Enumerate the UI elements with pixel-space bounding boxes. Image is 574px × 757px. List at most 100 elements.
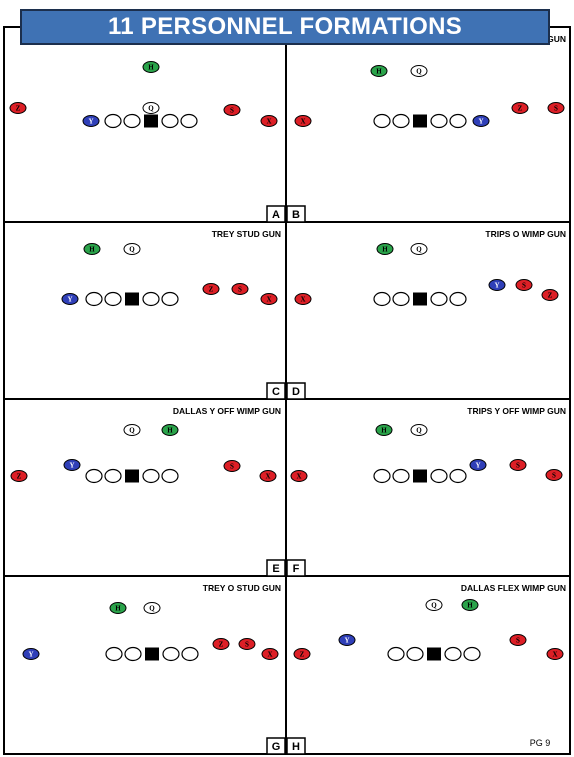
player-label: X — [265, 473, 270, 481]
player-h: H — [142, 61, 160, 73]
formation-name: TRIPS Y OFF WIMP GUN — [467, 406, 566, 416]
player-s: S — [231, 283, 249, 295]
player-marker — [142, 102, 160, 114]
player-s: S — [509, 459, 527, 471]
player-label: Y — [28, 651, 33, 659]
player-label: S — [238, 286, 242, 294]
player-y: Y — [488, 279, 506, 291]
player-x: X — [294, 293, 312, 305]
lineman — [161, 468, 179, 484]
player-x: X — [546, 648, 564, 660]
player-label: X — [266, 118, 271, 126]
player-z: Z — [212, 638, 230, 650]
center-square — [413, 114, 427, 128]
lineman — [463, 646, 481, 662]
player-s: S — [223, 104, 241, 116]
player-label: H — [167, 427, 173, 435]
player-q: Q — [410, 424, 428, 436]
player-label: H — [115, 605, 121, 613]
player-z: Z — [511, 102, 529, 114]
lineman — [406, 646, 424, 662]
player-marker — [515, 279, 533, 291]
player-label: H — [382, 246, 388, 254]
player-x: X — [259, 470, 277, 482]
player-marker — [511, 102, 529, 114]
player-label: Q — [431, 602, 437, 610]
formation-a: DALLAS HOMEAZHQYSX — [9, 34, 286, 223]
player-marker — [294, 115, 312, 127]
player-label: H — [467, 602, 473, 610]
player-marker — [338, 634, 356, 646]
player-marker — [142, 61, 160, 73]
player-label: Q — [416, 427, 422, 435]
player-label: S — [230, 107, 234, 115]
player-q: Q — [410, 65, 428, 77]
player-y: Y — [472, 115, 490, 127]
player-h: H — [375, 424, 393, 436]
player-z: Z — [202, 283, 220, 295]
player-marker — [223, 104, 241, 116]
player-y: Y — [469, 459, 487, 471]
player-marker — [509, 634, 527, 646]
player-label: Z — [17, 473, 22, 481]
formation-name: TREY O STUD GUN — [203, 583, 281, 593]
player-label: X — [267, 651, 272, 659]
center-square — [427, 647, 441, 661]
player-label: X — [266, 296, 271, 304]
panel-letter-box — [266, 205, 286, 223]
player-marker — [410, 65, 428, 77]
player-q: Q — [410, 243, 428, 255]
player-label: H — [89, 246, 95, 254]
lineman — [430, 291, 448, 307]
lineman — [85, 468, 103, 484]
player-marker — [410, 243, 428, 255]
formation-name: TREY STUD GUN — [212, 229, 281, 239]
player-marker — [61, 293, 79, 305]
player-label: Y — [69, 462, 74, 470]
player-marker — [238, 638, 256, 650]
player-marker — [472, 115, 490, 127]
lineman — [181, 646, 199, 662]
player-h: H — [109, 602, 127, 614]
player-marker — [375, 424, 393, 436]
player-label: X — [300, 296, 305, 304]
player-marker — [9, 102, 27, 114]
player-marker — [509, 459, 527, 471]
player-marker — [425, 599, 443, 611]
player-label: Q — [148, 105, 154, 113]
player-label: Q — [129, 246, 135, 254]
panel-letter: H — [292, 741, 300, 753]
lineman — [104, 468, 122, 484]
player-h: H — [161, 424, 179, 436]
player-q: Q — [142, 102, 160, 114]
player-s: S — [515, 279, 533, 291]
panel-letter-box — [286, 737, 306, 755]
player-marker — [545, 469, 563, 481]
player-x: X — [290, 470, 308, 482]
player-marker — [294, 293, 312, 305]
lineman — [373, 113, 391, 129]
lineman — [85, 291, 103, 307]
panel-letter: B — [292, 209, 300, 221]
player-label: Y — [67, 296, 72, 304]
player-marker — [293, 648, 311, 660]
player-h: H — [461, 599, 479, 611]
player-marker — [109, 602, 127, 614]
player-label: H — [376, 68, 382, 76]
panel-letter: F — [293, 563, 300, 575]
player-marker — [410, 424, 428, 436]
player-marker — [469, 459, 487, 471]
player-label: X — [296, 473, 301, 481]
lineman — [373, 468, 391, 484]
player-h: H — [376, 243, 394, 255]
player-label: Y — [494, 282, 499, 290]
center-square — [125, 469, 139, 483]
player-marker — [547, 102, 565, 114]
